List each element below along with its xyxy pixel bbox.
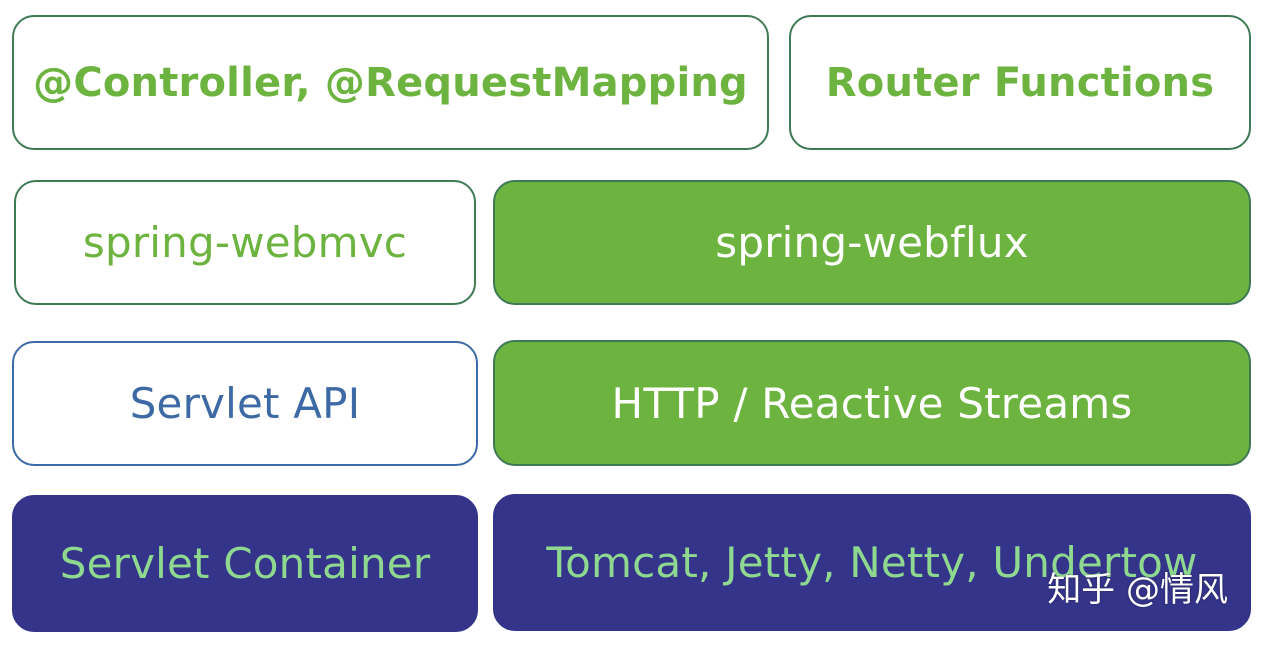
spring-webflux-label: spring-webflux (715, 218, 1029, 267)
spring-webmvc-label: spring-webmvc (82, 218, 408, 267)
reactive-streams-label: HTTP / Reactive Streams (611, 378, 1133, 428)
zhihu-watermark: 知乎 @情风 (1047, 570, 1228, 610)
servlet-container-label: Servlet Container (59, 539, 431, 588)
controller-annotations-label: @Controller, @RequestMapping (33, 59, 748, 106)
router-functions-box: Router Functions (789, 15, 1251, 150)
server-runtimes-label: Tomcat, Jetty, Netty, Undertow (546, 538, 1198, 587)
servlet-container-box: Servlet Container (12, 495, 478, 632)
server-runtimes-box: Tomcat, Jetty, Netty, Undertow (493, 494, 1251, 631)
reactive-streams-box: HTTP / Reactive Streams (493, 340, 1251, 466)
controller-annotations-box: @Controller, @RequestMapping (12, 15, 769, 150)
spring-webflux-box: spring-webflux (493, 180, 1251, 305)
spring-webmvc-box: spring-webmvc (14, 180, 476, 305)
router-functions-label: Router Functions (825, 59, 1215, 106)
servlet-api-label: Servlet API (129, 379, 361, 428)
servlet-api-box: Servlet API (12, 341, 478, 466)
